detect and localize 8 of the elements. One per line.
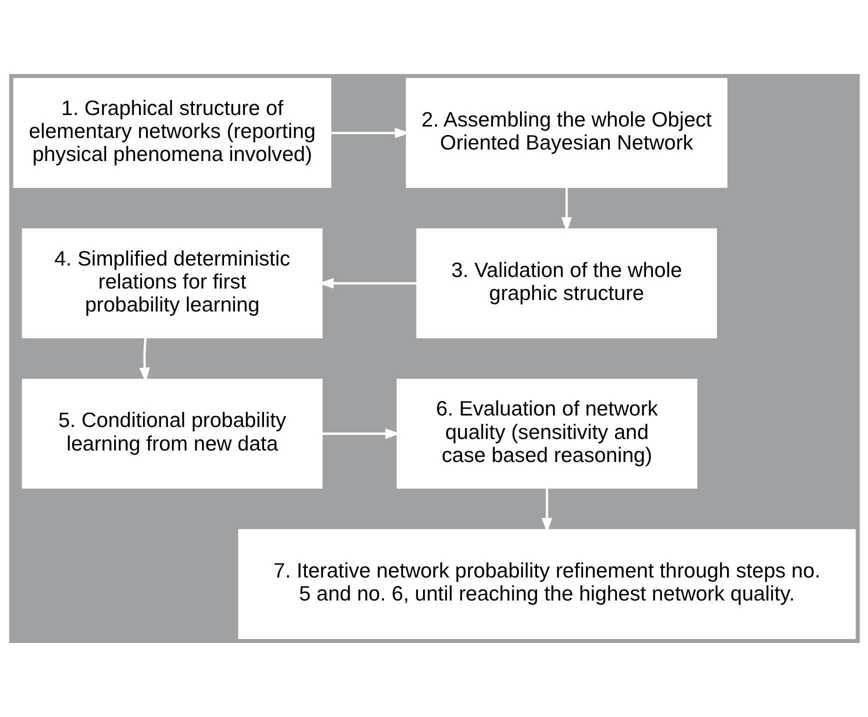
arrow: [322, 428, 400, 439]
node-box: 2. Assembling the whole Object Oriented Bayesian Network: [405, 78, 727, 188]
node-box: 6. Evaluation of network quality (sensitivity and case based reasoning): [396, 378, 697, 489]
node-box: 5. Conditional probability learning from new data: [21, 378, 322, 489]
node-box: 7. Iterative network probability refinement through steps no. 5 and no. 6, until reaching the highest network quality.: [238, 529, 856, 639]
node-box: 1. Graphical structure of elementary networks (reporting physical phenomena involved): [12, 78, 331, 188]
node-box: 4. Simplified deterministic relations for first probability learning: [21, 228, 322, 338]
node-box: 3. Validation of the whole graphic structure: [416, 228, 716, 338]
